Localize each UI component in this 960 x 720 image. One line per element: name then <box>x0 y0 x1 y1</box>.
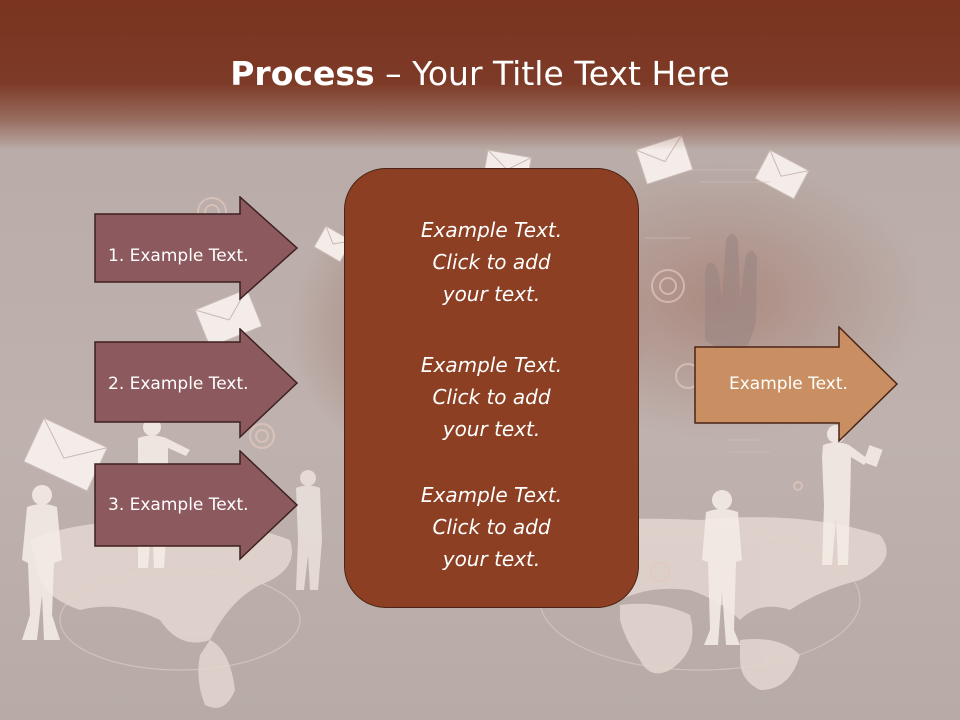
title-rest: – Your Title Text Here <box>374 54 730 93</box>
left-arrow-2-label: 2. Example Text. <box>108 374 249 394</box>
center-line: your text. <box>442 282 541 306</box>
left-arrow-2[interactable] <box>94 328 300 440</box>
center-line: Click to add <box>432 385 551 409</box>
title-bar <box>0 0 960 150</box>
right-arrow-label: Example Text. <box>729 374 848 394</box>
center-line: Example Text. <box>420 353 563 377</box>
right-arrow[interactable] <box>694 326 900 444</box>
slide-title[interactable]: Process – Your Title Text Here <box>0 52 960 96</box>
center-text-block-1: Example Text. Click to add your text. <box>345 214 638 310</box>
left-arrow-1-label: 1. Example Text. <box>108 246 249 266</box>
center-text-block-3: Example Text. Click to add your text. <box>345 479 638 575</box>
center-line: Example Text. <box>420 483 563 507</box>
center-line: Click to add <box>432 250 551 274</box>
left-arrow-3-label: 3. Example Text. <box>108 495 249 515</box>
hand-icon <box>705 234 757 360</box>
center-line: your text. <box>442 417 541 441</box>
center-text-block-2: Example Text. Click to add your text. <box>345 349 638 445</box>
title-bold: Process <box>230 54 375 93</box>
center-line: Example Text. <box>420 218 563 242</box>
center-line: Click to add <box>432 515 551 539</box>
center-text-box[interactable]: Example Text. Click to add your text. Ex… <box>344 168 639 608</box>
left-arrow-3[interactable] <box>94 450 300 562</box>
left-arrow-1[interactable] <box>94 196 300 302</box>
center-line: your text. <box>442 547 541 571</box>
